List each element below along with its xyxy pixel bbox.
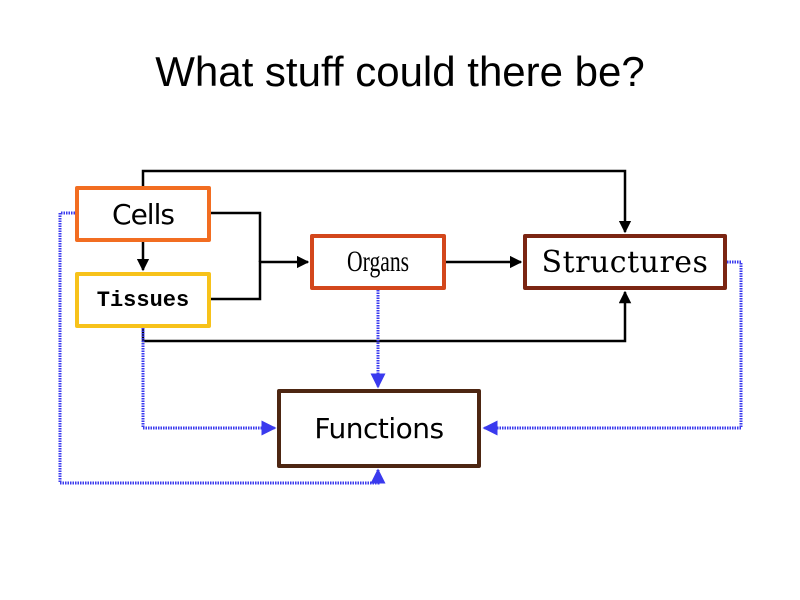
node-cells: Cells <box>75 186 211 242</box>
node-functions-label: Functions <box>314 412 444 445</box>
node-organs: Organs <box>310 234 446 290</box>
node-cells-label: Cells <box>112 197 175 231</box>
node-functions: Functions <box>277 389 481 468</box>
node-tissues-label: Tissues <box>96 287 190 313</box>
node-organs-label: Organs <box>346 245 409 278</box>
node-tissues: Tissues <box>75 272 211 328</box>
edge-tissues-to-organs <box>211 255 310 301</box>
edge-cells-to-structures <box>141 169 632 234</box>
node-structures: Structures <box>523 234 727 290</box>
edge-tissues-to-functions <box>141 328 277 436</box>
edge-cells-to-functions <box>58 211 386 485</box>
slide-title: What stuff could there be? <box>155 48 645 95</box>
edge-structures-to-functions <box>482 260 743 436</box>
edge-cells-to-organs <box>211 211 262 262</box>
node-structures-label: Structures <box>541 244 709 280</box>
